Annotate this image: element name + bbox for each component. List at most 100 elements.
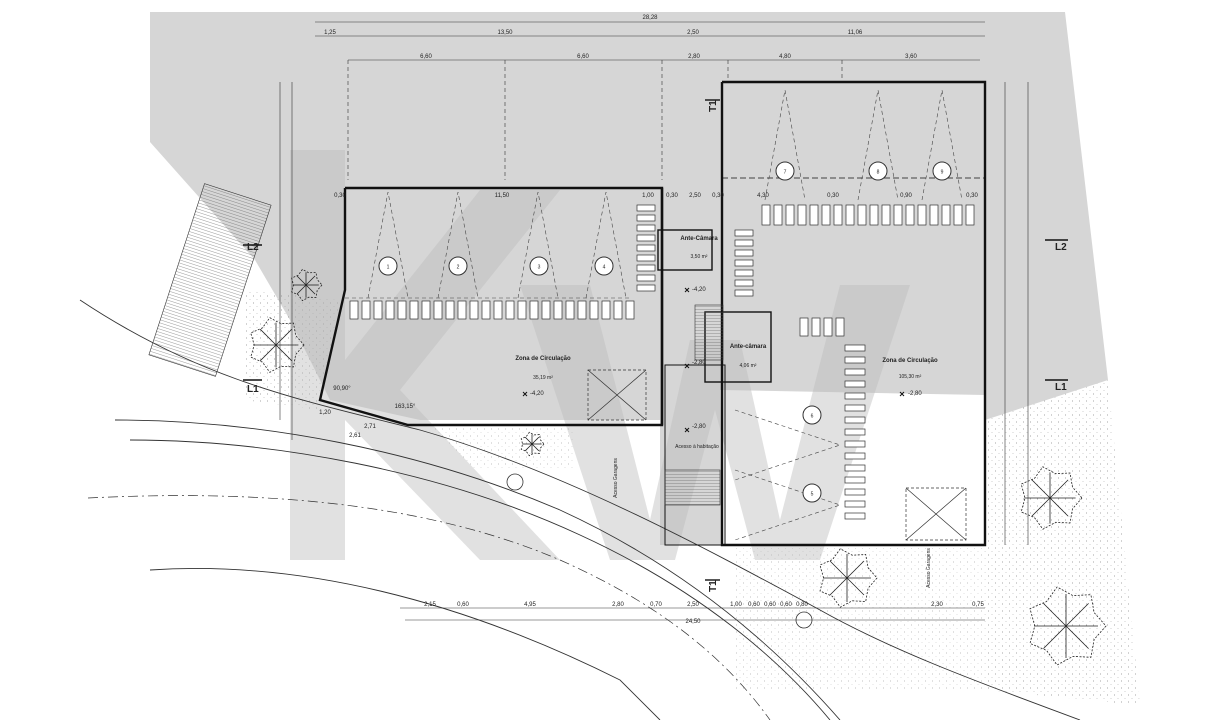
stall-block — [845, 204, 855, 226]
svg-text:0,30: 0,30 — [966, 193, 978, 199]
room-name: Zona de Circulação — [882, 358, 938, 364]
stall-block — [734, 259, 754, 267]
svg-text:105,30 m²: 105,30 m² — [899, 374, 922, 380]
stall-block — [953, 204, 963, 226]
svg-text:2,71: 2,71 — [364, 424, 376, 430]
stall-block — [373, 300, 383, 320]
stall-block — [505, 300, 515, 320]
stall-block — [844, 512, 866, 520]
level-markers — [522, 287, 905, 433]
svg-text:2,50: 2,50 — [687, 602, 699, 608]
stall-block — [636, 224, 656, 232]
stall-block — [433, 300, 443, 320]
stall-block — [857, 204, 867, 226]
space-numbers: 1 2 3 4 5 6 7 8 9 — [378, 161, 952, 503]
stall-block — [734, 279, 754, 287]
section-markers — [243, 99, 1068, 581]
stall-block — [844, 392, 866, 400]
parking-bays-left — [345, 191, 630, 299]
stall-block — [844, 500, 866, 508]
stall-block — [905, 204, 915, 226]
stall-block — [421, 300, 431, 320]
stall-block — [844, 404, 866, 412]
svg-text:-2,80: -2,80 — [692, 360, 706, 366]
stall-block — [565, 300, 575, 320]
svg-text:35,19 m²: 35,19 m² — [533, 375, 553, 381]
stall-block — [636, 284, 656, 292]
tree-icon — [291, 268, 323, 302]
svg-text:3,50 m²: 3,50 m² — [691, 254, 708, 260]
stall-block — [625, 300, 635, 320]
stall-block — [844, 416, 866, 424]
stall-block — [529, 300, 539, 320]
svg-text:4,30: 4,30 — [757, 193, 769, 199]
stall-block — [844, 428, 866, 436]
garden-area — [245, 290, 340, 410]
svg-text:0,60: 0,60 — [457, 602, 469, 608]
svg-text:2,50: 2,50 — [689, 193, 701, 199]
svg-text:T1: T1 — [708, 580, 719, 592]
svg-text:1,25: 1,25 — [324, 30, 336, 36]
stall-row-right — [734, 204, 975, 520]
svg-text:0,90: 0,90 — [900, 193, 912, 199]
svg-text:0,30: 0,30 — [666, 193, 678, 199]
svg-text:0,60: 0,60 — [780, 602, 792, 608]
stall-block — [589, 300, 599, 320]
svg-text:3: 3 — [538, 265, 541, 271]
stall-block — [636, 244, 656, 252]
space-number: 2 — [448, 256, 468, 276]
svg-text:90,90°: 90,90° — [333, 386, 351, 392]
svg-text:0,30: 0,30 — [827, 193, 839, 199]
room-name: Zona de Circulação — [515, 356, 571, 362]
space-number: 6 — [802, 405, 822, 425]
space-number: 4 — [594, 256, 614, 276]
space-number: 3 — [529, 256, 549, 276]
svg-text:11,06: 11,06 — [848, 30, 863, 36]
stall-block — [601, 300, 611, 320]
stall-block — [636, 234, 656, 242]
svg-text:0,60: 0,60 — [748, 602, 760, 608]
svg-text:1,00: 1,00 — [730, 602, 742, 608]
stall-block — [385, 300, 395, 320]
svg-text:1,00: 1,00 — [642, 193, 654, 199]
stall-block — [636, 264, 656, 272]
stall-block — [881, 204, 891, 226]
stall-block — [409, 300, 419, 320]
svg-text:28,28: 28,28 — [642, 15, 658, 21]
svg-text:-4,20: -4,20 — [692, 287, 706, 293]
tree-icon — [819, 548, 878, 608]
svg-text:6,60: 6,60 — [420, 54, 432, 60]
svg-text:0,75: 0,75 — [972, 602, 984, 608]
stall-block — [797, 204, 807, 226]
space-number: 9 — [932, 161, 952, 181]
stall-block — [761, 204, 771, 226]
stall-block — [844, 440, 866, 448]
stall-block — [734, 269, 754, 277]
svg-text:8: 8 — [877, 170, 880, 176]
stall-block — [636, 204, 656, 212]
stall-block — [844, 488, 866, 496]
svg-text:2,50: 2,50 — [687, 30, 699, 36]
garden-area — [430, 428, 575, 470]
tree-icon — [520, 431, 545, 457]
parking-bays-right — [734, 89, 963, 541]
stall-block — [541, 300, 551, 320]
svg-text:2,61: 2,61 — [349, 433, 361, 439]
svg-text:24,50: 24,50 — [685, 619, 701, 625]
svg-text:5: 5 — [811, 492, 814, 498]
stall-block — [929, 204, 939, 226]
stall-block — [397, 300, 407, 320]
svg-text:L1: L1 — [247, 384, 259, 395]
svg-text:0,30: 0,30 — [334, 193, 346, 199]
stall-block — [361, 300, 371, 320]
left-building — [318, 186, 726, 546]
stall-block — [636, 274, 656, 282]
stall-row-left — [349, 204, 656, 320]
stall-block — [773, 204, 783, 226]
svg-text:4,06 m²: 4,06 m² — [740, 363, 757, 369]
stall-block — [823, 317, 833, 337]
stall-block — [799, 317, 809, 337]
stall-block — [811, 317, 821, 337]
garden-area — [985, 380, 1140, 705]
svg-text:6,60: 6,60 — [577, 54, 589, 60]
